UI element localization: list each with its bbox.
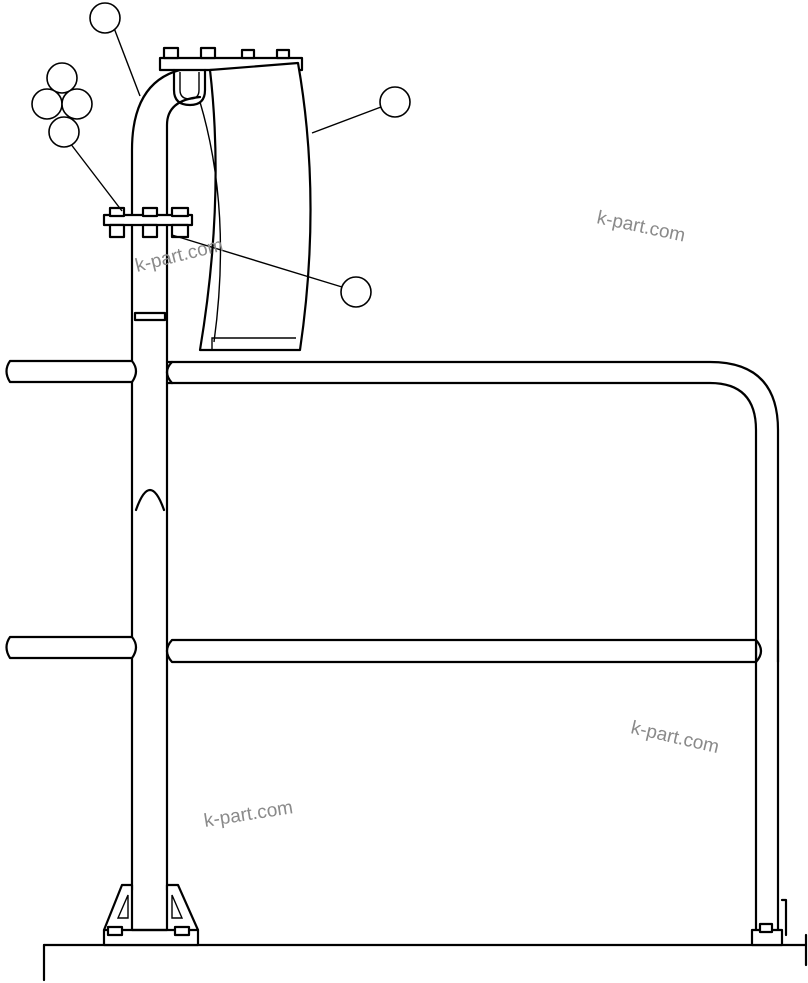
right-foot (750, 898, 788, 947)
middle-rail (165, 638, 780, 664)
post-clamp (102, 206, 194, 239)
callout-2 (311, 86, 411, 134)
callout-3 (171, 234, 372, 308)
left-base-plate (102, 883, 200, 947)
upper-rail (165, 360, 780, 932)
callout-1 (89, 2, 141, 97)
left-rails (5, 359, 138, 660)
watermark: k-part.com (629, 717, 721, 758)
mirror (198, 61, 312, 352)
watermark: k-part.com (595, 207, 687, 246)
callout-cluster (31, 62, 123, 212)
callouts (31, 2, 411, 308)
watermark: k-part.com (202, 797, 294, 832)
vertical-post (130, 65, 202, 892)
